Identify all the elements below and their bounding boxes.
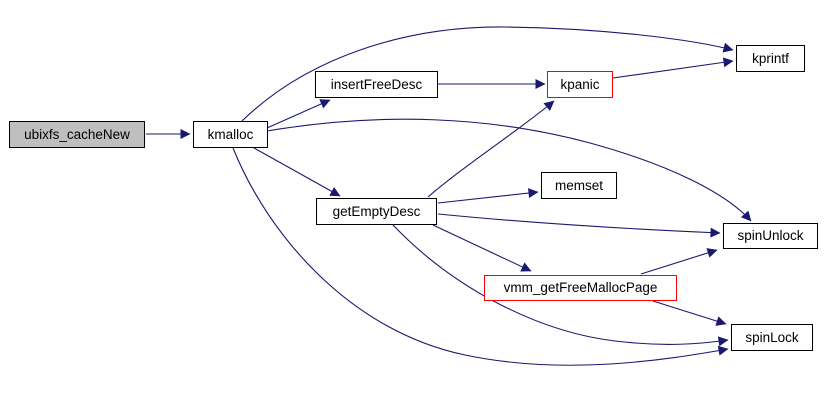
node-getEmptyDesc[interactable]: getEmptyDesc xyxy=(316,198,437,225)
edge-getEmptyDesc-to-vmm_getFreeMallocPage xyxy=(432,224,532,272)
node-spinUnlock[interactable]: spinUnlock xyxy=(723,223,818,249)
node-vmm_getFreeMallocPage[interactable]: vmm_getFreeMallocPage xyxy=(484,275,677,301)
node-kpanic[interactable]: kpanic xyxy=(547,71,613,98)
edge-kmalloc-to-insertFreeDesc xyxy=(266,99,331,129)
edge-kmalloc-to-spinLock xyxy=(232,147,729,366)
node-kmalloc[interactable]: kmalloc xyxy=(193,121,268,148)
edge-vmm_getFreeMallocPage-to-spinUnlock xyxy=(640,248,718,275)
edge-getEmptyDesc-to-memset xyxy=(437,188,539,204)
edge-getEmptyDesc-to-spinLock xyxy=(392,224,729,347)
edge-kmalloc-to-getEmptyDesc xyxy=(253,147,341,197)
edge-getEmptyDesc-to-spinUnlock xyxy=(437,213,721,238)
edge-kmalloc-to-kprintf xyxy=(241,26,734,122)
edge-getEmptyDesc-to-kpanic xyxy=(427,100,555,198)
node-memset[interactable]: memset xyxy=(541,172,617,199)
node-spinLock[interactable]: spinLock xyxy=(731,324,813,351)
edge-kpanic-to-kprintf xyxy=(612,57,734,79)
node-insertFreeDesc[interactable]: insertFreeDesc xyxy=(315,71,438,98)
node-ubixfs_cacheNew: ubixfs_cacheNew xyxy=(9,121,145,148)
edge-kmalloc-to-spinUnlock xyxy=(266,118,752,222)
node-kprintf[interactable]: kprintf xyxy=(736,45,805,72)
edge-vmm_getFreeMallocPage-to-spinLock xyxy=(652,300,727,326)
